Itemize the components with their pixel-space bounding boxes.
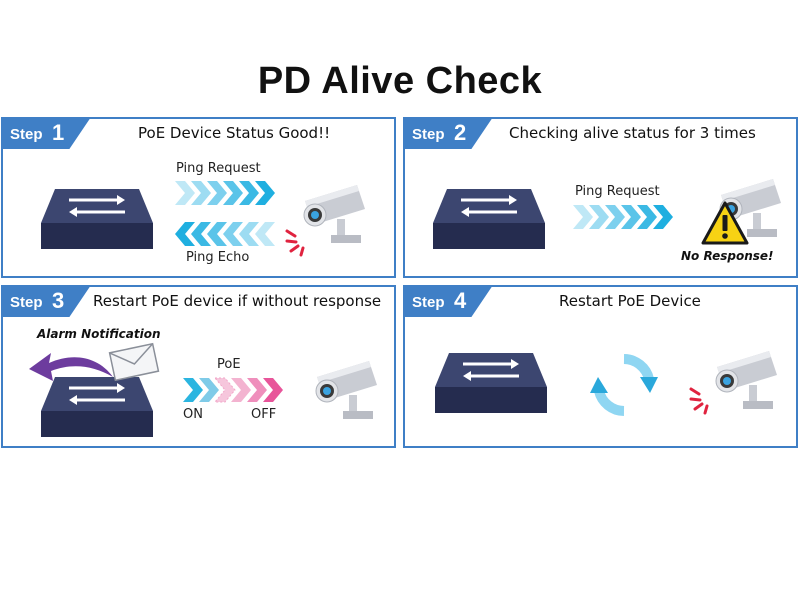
step-1-tab-number: 1 bbox=[52, 120, 65, 145]
step-3-tab-number: 3 bbox=[52, 288, 65, 313]
email-envelope-icon bbox=[108, 342, 160, 382]
security-camera-icon bbox=[303, 185, 365, 243]
network-switch-icon bbox=[41, 377, 153, 437]
step-1-panel: Step 1 PoE Device Status Good!! Ping Req… bbox=[1, 117, 396, 278]
alarm-notification-label: Alarm Notification bbox=[37, 327, 161, 341]
refresh-cycle-icon bbox=[590, 354, 658, 416]
step-1-tab: Step 1 bbox=[1, 117, 91, 149]
step-2-tab-number: 2 bbox=[454, 120, 467, 145]
step-1-heading: PoE Device Status Good!! bbox=[138, 124, 331, 142]
page-title: PD Alive Check bbox=[257, 60, 543, 102]
step-4-tab-number: 4 bbox=[454, 288, 467, 313]
ping-request-arrows-icon bbox=[175, 181, 275, 205]
step-4-tab-word: Step bbox=[412, 294, 445, 311]
step-1-tab-word: Step bbox=[10, 126, 43, 143]
step-3-tab-word: Step bbox=[10, 294, 43, 311]
warning-triangle-icon bbox=[701, 201, 749, 245]
step-1-ping-request-label: Ping Request bbox=[176, 161, 261, 176]
ping-echo-arrows-icon bbox=[175, 222, 275, 246]
poe-off-label: OFF bbox=[251, 407, 277, 422]
network-switch-icon bbox=[435, 353, 547, 413]
power-arrows-icon bbox=[183, 377, 283, 403]
step-4-heading: Restart PoE Device bbox=[559, 292, 701, 310]
curved-arrow-icon bbox=[29, 353, 113, 381]
step-3-heading: Restart PoE device if without response bbox=[93, 292, 382, 310]
network-switch-icon bbox=[41, 189, 153, 249]
step-2-heading: Checking alive status for 3 times bbox=[509, 124, 756, 142]
step-2-panel: Step 2 Checking alive status for 3 times… bbox=[403, 117, 798, 278]
ping-request-arrows-icon bbox=[573, 205, 673, 229]
network-switch-icon bbox=[433, 189, 545, 249]
step-2-ping-request-label: Ping Request bbox=[575, 184, 660, 199]
step-4-panel: Step 4 Restart PoE Device bbox=[403, 285, 798, 448]
security-camera-icon bbox=[715, 351, 777, 409]
poe-on-label: ON bbox=[183, 407, 203, 422]
no-response-label: No Response! bbox=[681, 249, 774, 263]
step-2-tab: Step 2 bbox=[403, 117, 493, 149]
step-3-tab: Step 3 bbox=[1, 285, 91, 317]
poe-label: PoE bbox=[217, 357, 241, 372]
signal-waves-icon bbox=[689, 387, 709, 415]
step-3-panel: Step 3 Restart PoE device if without res… bbox=[1, 285, 396, 448]
signal-waves-icon bbox=[285, 229, 305, 257]
step-2-tab-word: Step bbox=[412, 126, 445, 143]
step-4-tab: Step 4 bbox=[403, 285, 493, 317]
step-1-ping-echo-label: Ping Echo bbox=[186, 250, 250, 265]
security-camera-icon bbox=[315, 361, 377, 419]
